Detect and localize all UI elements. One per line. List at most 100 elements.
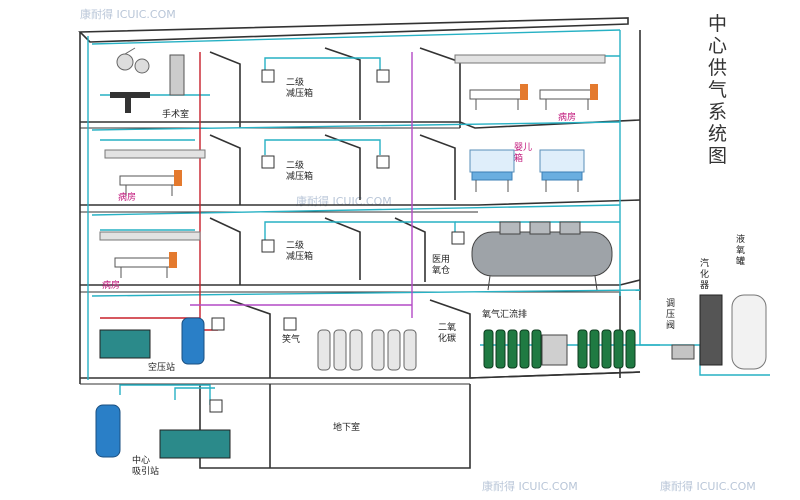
vacuum-pump-icon bbox=[159, 429, 231, 459]
hospital-bed-icon bbox=[469, 84, 528, 110]
gas-cylinder-icon bbox=[349, 329, 363, 371]
gas-cylinder-icon bbox=[371, 329, 385, 371]
ground-edge bbox=[469, 371, 641, 379]
building-frame bbox=[78, 17, 641, 469]
gas-cylinder-icon bbox=[403, 329, 417, 371]
operating-table-icon bbox=[110, 92, 150, 98]
oxygen-branch bbox=[91, 289, 641, 297]
suction-pipe bbox=[119, 384, 211, 405]
labels: 手术室 病房 病房 病房 婴儿箱 医用氧仓 地下室 二级减压箱 二级减压箱 二级… bbox=[102, 76, 745, 477]
oxygen-branch bbox=[264, 221, 456, 240]
liquid-oxygen-tank-icon bbox=[731, 294, 767, 370]
oxygen-branch bbox=[91, 121, 621, 131]
title-char: 心 bbox=[708, 35, 727, 57]
title-char: 统 bbox=[708, 123, 727, 145]
equipment-label-regulator: 调压阀 bbox=[666, 298, 675, 331]
title-char: 系 bbox=[708, 101, 727, 123]
manifold-control-box bbox=[541, 334, 568, 366]
hyperbaric-oxygen-chamber bbox=[471, 221, 613, 291]
gas-cylinder-icon bbox=[317, 329, 331, 371]
room-label-surgery: 手术室 bbox=[162, 108, 189, 120]
partition bbox=[324, 217, 361, 280]
roof-slab bbox=[78, 17, 629, 43]
partition bbox=[324, 134, 361, 200]
gas-cylinder-icon bbox=[519, 329, 530, 369]
gas-cylinder-icon bbox=[625, 329, 636, 369]
gas-source-equipment bbox=[95, 294, 767, 459]
bed-head-panel bbox=[104, 149, 206, 159]
room-label-infant: 婴儿箱 bbox=[514, 142, 532, 164]
terminal-unit bbox=[261, 69, 275, 83]
oxygen-main-pipe bbox=[639, 300, 660, 346]
room-label-hyperbaric: 医用氧仓 bbox=[432, 254, 450, 276]
terminal-unit bbox=[261, 239, 275, 253]
terminal-unit bbox=[211, 317, 225, 331]
partition bbox=[429, 299, 471, 378]
equipment-label-suction: 中心吸引站 bbox=[132, 454, 159, 477]
equipment-label-air-station: 空压站 bbox=[148, 361, 175, 373]
surgical-lamp-icon bbox=[116, 53, 134, 71]
gas-cylinder-icon bbox=[601, 329, 612, 369]
equipment-label-oxygen-manifold: 氧气汇流排 bbox=[482, 308, 527, 320]
partition bbox=[209, 51, 241, 128]
incubator-icon bbox=[539, 149, 585, 192]
terminal-unit bbox=[376, 69, 390, 83]
gas-cylinder-icon bbox=[495, 329, 506, 369]
vaporizer-icon bbox=[699, 294, 723, 366]
surgical-lamp-icon bbox=[134, 58, 150, 74]
air-tank-icon bbox=[181, 317, 205, 365]
title-char: 图 bbox=[708, 145, 727, 167]
bed-head-panel bbox=[454, 54, 606, 64]
equipment-label-liquid-tank: 液氧罐 bbox=[736, 233, 745, 267]
chamber-body bbox=[471, 231, 613, 277]
incubator-icon bbox=[469, 149, 515, 192]
title-char: 中 bbox=[708, 13, 727, 35]
terminal-units bbox=[209, 69, 465, 413]
partition bbox=[394, 217, 426, 282]
surgery-equipment bbox=[110, 47, 185, 113]
partition bbox=[419, 47, 461, 128]
title-char: 气 bbox=[708, 79, 727, 101]
oxygen-branch bbox=[264, 57, 381, 70]
oxygen-branch bbox=[91, 204, 621, 216]
floor-slab-2 bbox=[80, 199, 641, 206]
partition bbox=[419, 134, 456, 200]
oxygen-branch bbox=[264, 139, 381, 155]
oxygen-cylinders bbox=[483, 329, 636, 369]
terminal-unit bbox=[451, 231, 465, 245]
partition bbox=[229, 299, 271, 378]
gas-cylinder-icon bbox=[531, 329, 542, 369]
room-label-ward: 病房 bbox=[102, 279, 120, 291]
air-compressor-icon bbox=[99, 329, 151, 359]
anesthesia-machine-icon bbox=[169, 54, 185, 96]
gas-cylinder-icon bbox=[507, 329, 518, 369]
air-riser bbox=[199, 52, 218, 331]
gas-cylinder-icon bbox=[577, 329, 588, 369]
reducer-box-label: 二级减压箱 bbox=[286, 239, 313, 262]
terminal-unit bbox=[261, 155, 275, 169]
bed-head-panel bbox=[99, 231, 201, 241]
hospital-bed-icon bbox=[119, 170, 182, 196]
gas-cylinder-icon bbox=[589, 329, 600, 369]
watermark: 康耐得 ICUIC.COM bbox=[660, 479, 756, 493]
infant-incubators bbox=[469, 149, 585, 192]
suction-pipe bbox=[174, 387, 215, 400]
partition bbox=[209, 217, 241, 285]
gas-cylinder-icon bbox=[483, 329, 494, 369]
equipment-label-co2: 二氧化碳 bbox=[438, 321, 456, 344]
terminal-unit bbox=[209, 399, 223, 413]
regulator-valve-icon bbox=[671, 344, 695, 360]
hospital-bed-icon bbox=[114, 252, 177, 278]
gas-cylinder-icon bbox=[387, 329, 401, 371]
reducer-box-label: 二级减压箱 bbox=[286, 76, 313, 99]
equipment-label-vaporizer: 汽化器 bbox=[700, 257, 709, 291]
hospital-beds bbox=[114, 84, 598, 278]
basement-box bbox=[199, 384, 471, 469]
floor-slab-1 bbox=[80, 279, 641, 286]
vacuum-tank-icon bbox=[95, 404, 121, 458]
title-char: 供 bbox=[708, 57, 727, 79]
room-label-basement: 地下室 bbox=[333, 421, 360, 433]
